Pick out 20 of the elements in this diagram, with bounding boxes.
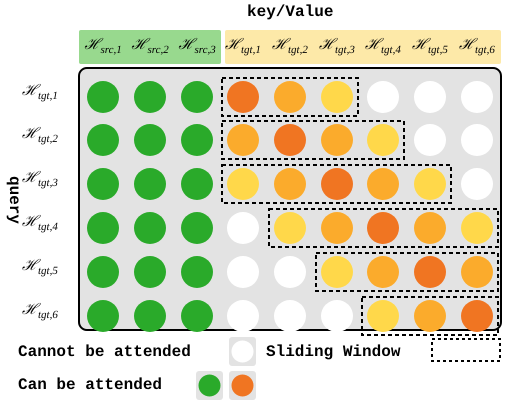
axis-title: key/Value — [247, 3, 334, 21]
row-header: ℋ$_{tgt,5}$ — [22, 256, 58, 278]
column-header: ℋ$_{tgt,1}$ — [225, 36, 261, 58]
column-header: ℋ$_{tgt,6}$ — [459, 36, 495, 58]
row-header: ℋ$_{tgt,6}$ — [22, 300, 58, 322]
row-header: ℋ$_{tgt,1}$ — [22, 82, 58, 104]
column-header: ℋ$_{tgt,2}$ — [272, 36, 308, 58]
column-header: ℋ$_{tgt,3}$ — [319, 36, 355, 58]
legend-label: Sliding Window — [266, 343, 400, 361]
row-header: ℋ$_{tgt,3}$ — [22, 168, 58, 190]
column-header: ℋ$_{tgt,5}$ — [412, 36, 448, 58]
row-header: ℋ$_{tgt,2}$ — [22, 124, 58, 146]
legend-label: Cannot be attended — [18, 343, 191, 361]
axis-title: query — [5, 176, 23, 224]
column-header: ℋ$_{src,1}$ — [84, 36, 122, 58]
column-header: ℋ$_{src,3}$ — [178, 36, 216, 58]
column-header: ℋ$_{tgt,4}$ — [365, 36, 401, 58]
legend-label: Can be attended — [18, 376, 162, 394]
row-header: ℋ$_{tgt,4}$ — [22, 212, 58, 234]
column-header: ℋ$_{src,2}$ — [132, 36, 169, 58]
